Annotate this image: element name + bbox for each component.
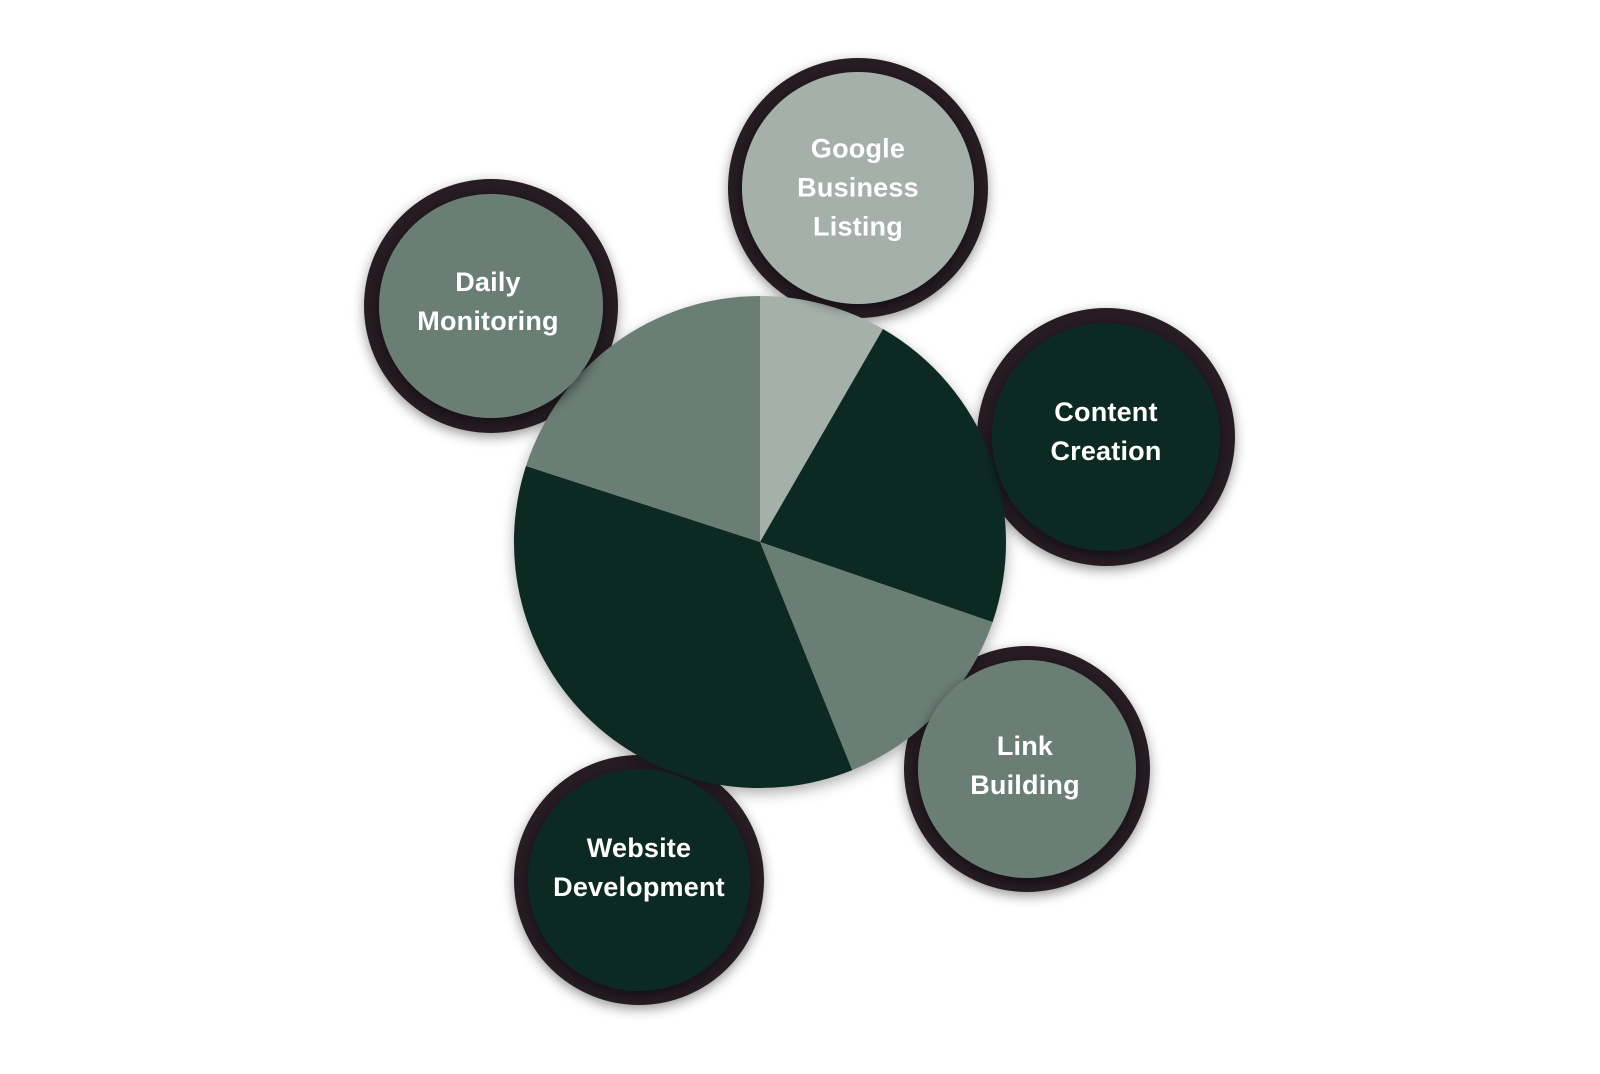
bubble-link-building (918, 660, 1136, 878)
pie-chart (513, 296, 1006, 789)
pie-slice-website-development (513, 466, 853, 789)
bubble-daily-monitoring (379, 194, 603, 418)
bubble-content-creation (992, 323, 1220, 551)
pie-slice-content-creation (760, 329, 1006, 623)
pie-slice-daily-monitoring (526, 296, 760, 542)
bubble-website-development (528, 769, 750, 991)
bubble-fills (379, 72, 1220, 991)
bubble-google-business (742, 72, 974, 304)
pie-slice-google-business (760, 296, 883, 542)
